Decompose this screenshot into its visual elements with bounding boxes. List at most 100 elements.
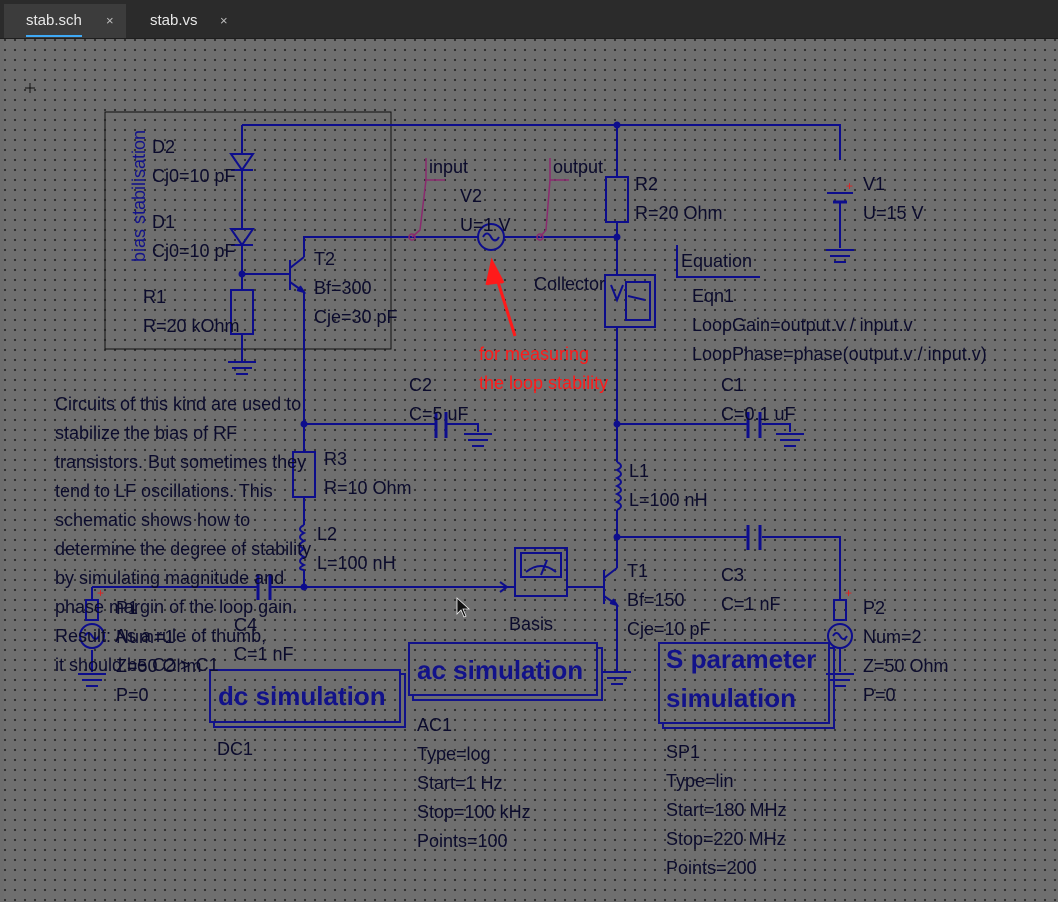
inductor-l1[interactable] (614, 461, 622, 511)
plus-sign: + (97, 586, 104, 600)
port-p2[interactable] (827, 599, 853, 672)
p2-p: P=0 (863, 685, 896, 705)
plus-sign: + (845, 586, 852, 600)
ground-c1 (776, 433, 804, 447)
p2-num: Num=2 (863, 627, 922, 647)
sp-stop: Stop=220 MHz (666, 829, 786, 849)
voltmeter-basis[interactable] (514, 547, 568, 597)
p1-z: Z=50 Ohm (116, 656, 202, 676)
schematic-drawing: bias stabilisation (25, 83, 987, 878)
basis-label: Basis (509, 614, 553, 634)
tab-label: stab.vs (150, 12, 198, 29)
p2-name: P2 (863, 598, 885, 618)
ground-v1 (826, 249, 854, 263)
mouse-cursor-icon (456, 597, 471, 618)
t2-bf: Bf=300 (314, 278, 372, 298)
equation-box[interactable] (676, 245, 760, 278)
d2-param: Cj0=10 pF (152, 166, 236, 186)
p1-name: P1 (116, 598, 138, 618)
resistor-r3[interactable] (292, 451, 316, 498)
v2-name: V2 (460, 186, 482, 206)
c1-name: C1 (721, 375, 744, 395)
c2-name: C2 (409, 375, 432, 395)
capacitor-c3[interactable] (746, 525, 762, 550)
input-probe-label: input (429, 157, 468, 177)
port-p1[interactable] (79, 599, 105, 649)
dc-simulation-title: dc simulation (218, 681, 386, 711)
probe-output[interactable] (536, 158, 569, 241)
capacitor-c2[interactable] (434, 412, 448, 438)
description-line: stabilize the bias of RF (55, 423, 237, 443)
annotation-arrow (485, 257, 517, 337)
r2-param: R=20 Ohm (635, 203, 723, 223)
collector-label: Collector (534, 274, 605, 294)
l1-name: L1 (629, 461, 649, 481)
sp-type: Type=lin (666, 771, 734, 791)
c4-name: C4 (234, 615, 257, 635)
ground-p2 (826, 673, 854, 687)
resistor-r1[interactable] (230, 289, 254, 335)
description-line: schematic shows how to (55, 510, 250, 530)
capacitor-c1[interactable] (746, 412, 762, 438)
c3-param: C=1 nF (721, 594, 781, 614)
c1-param: C=0.1 uF (721, 404, 796, 424)
sp-simulation-title: S parameter (666, 644, 816, 674)
junctions (238, 121, 621, 591)
ammeter-collector[interactable] (604, 274, 656, 328)
ac-simulation-title: ac simulation (417, 655, 583, 685)
tab-label: stab.sch (26, 7, 82, 37)
description-line: phase margin of the loop gain. (55, 597, 297, 617)
sp-points: Points=200 (666, 858, 757, 878)
description-line: tend to LF oscillations. This (55, 481, 273, 501)
probe-input[interactable] (408, 158, 445, 241)
l2-param: L=100 nH (317, 553, 396, 573)
v2-param: U=1 V (460, 215, 511, 235)
r2-name: R2 (635, 174, 658, 194)
r3-name: R3 (324, 449, 347, 469)
v1-param: U=15 V (863, 203, 924, 223)
tab-stab-sch[interactable]: stab.sch × (4, 4, 126, 38)
source-v2[interactable] (477, 223, 505, 251)
ac-simulation-block[interactable] (408, 642, 603, 701)
description-line: it should be C2 > C1 (55, 655, 219, 675)
dc-simulation-block[interactable] (209, 669, 406, 728)
c3-name: C3 (721, 565, 744, 585)
c4-param: C=1 nF (234, 644, 294, 664)
close-icon[interactable]: × (220, 13, 228, 28)
close-icon[interactable]: × (106, 13, 114, 28)
transistor-t1[interactable] (603, 567, 620, 607)
r1-name: R1 (143, 287, 166, 307)
diode-d2[interactable] (229, 153, 255, 172)
t1-cje: Cje=10 pF (627, 619, 711, 639)
ac-stop: Stop=100 kHz (417, 802, 531, 822)
v1-name: V1 (863, 174, 885, 194)
annotation-line2: the loop stability (479, 373, 608, 393)
frame-title: bias stabilisation (129, 130, 149, 262)
equation-name: Eqn1 (692, 286, 734, 306)
transistor-t2[interactable] (289, 256, 307, 294)
resistor-r2[interactable] (605, 176, 629, 223)
sp-simulation-block[interactable] (658, 642, 835, 729)
tab-stab-vs[interactable]: stab.vs × (128, 4, 246, 38)
p1-p: P=0 (116, 685, 149, 705)
d1-name: D1 (152, 212, 175, 232)
description-line: transistors. But sometimes they (55, 452, 306, 472)
diode-d1[interactable] (229, 228, 255, 247)
p2-z: Z=50 Ohm (863, 656, 949, 676)
ac-simulation-name: AC1 (417, 715, 452, 735)
schematic-canvas[interactable]: bias stabilisation (4, 39, 1058, 902)
ground-c2 (464, 433, 492, 447)
ac-points: Points=100 (417, 831, 508, 851)
inductor-l2[interactable] (299, 524, 307, 571)
description-text[interactable]: Circuits of this kind are used to stabil… (55, 394, 311, 675)
p1-num: Num=1 (116, 627, 175, 647)
bias-frame[interactable] (104, 111, 392, 350)
wires[interactable] (91, 124, 841, 672)
t1-bf: Bf=150 (627, 590, 685, 610)
capacitor-c4[interactable] (256, 574, 272, 600)
loop-gain-eq: LoopGain=output.v / input.v (692, 315, 913, 335)
source-v1[interactable] (827, 192, 853, 248)
l2-name: L2 (317, 524, 337, 544)
ac-start: Start=1 Hz (417, 773, 503, 793)
description-line: Circuits of this kind are used to (55, 394, 301, 414)
